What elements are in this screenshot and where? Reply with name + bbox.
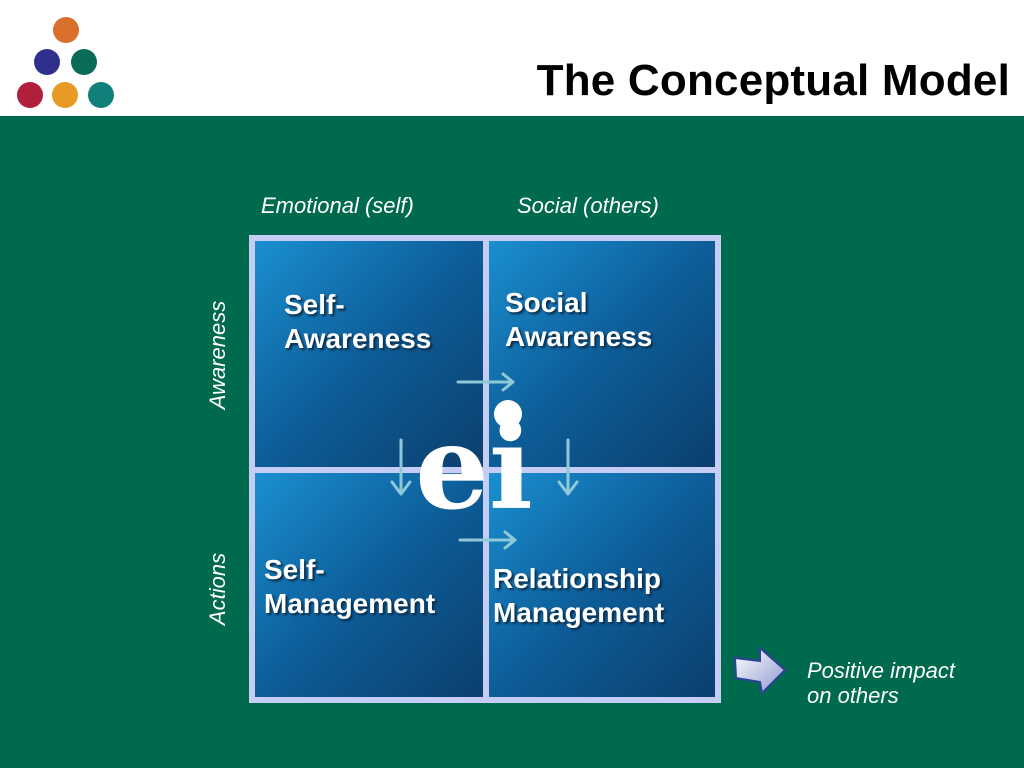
quadrant-label-relationship-management: Relationship Management: [493, 563, 665, 628]
quadrant-label-self-management: Self- Management: [264, 554, 436, 619]
quadrant-social-awareness: Social Awareness: [489, 241, 715, 467]
row-header-actions: Actions: [205, 552, 230, 626]
row-header-awareness: Awareness: [205, 300, 230, 410]
quadrant-self-awareness: Self- Awareness: [255, 241, 483, 467]
slide-title: The Conceptual Model: [536, 56, 1010, 105]
quadrant-relationship-management: Relationship Management: [489, 473, 715, 697]
quadrant-label-self-awareness: Self- Awareness: [284, 289, 432, 354]
slide-header: The Conceptual Model: [0, 0, 1024, 116]
quadrant-label-social-awareness: Social Awareness: [505, 287, 653, 352]
quadrant-self-management: Self- Management: [255, 473, 483, 697]
column-header-social: Social (others): [517, 193, 659, 218]
quadrant-grid: Self- Awareness Social Awareness Self- M…: [249, 235, 721, 703]
logo-dots-icon: [17, 17, 114, 108]
column-header-emotional: Emotional (self): [261, 193, 414, 218]
positive-impact-label: Positive impact on others: [807, 658, 955, 708]
